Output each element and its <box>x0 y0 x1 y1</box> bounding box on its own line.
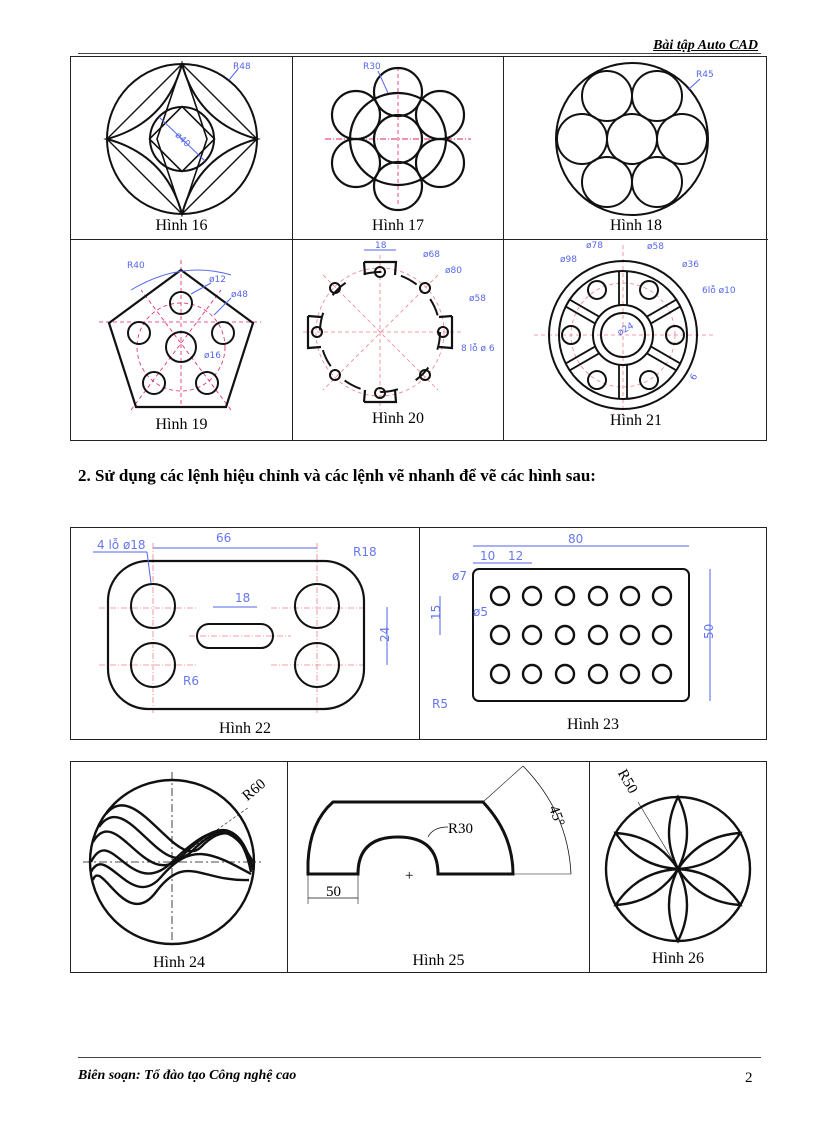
dim-label: R60 <box>240 776 269 804</box>
page-number: 2 <box>745 1070 753 1086</box>
dim-label: 45° <box>545 804 567 829</box>
footer-author: Biên soạn: Tổ đào tạo Công nghệ cao <box>78 1068 297 1083</box>
header-title: Bài tập Auto CAD <box>653 38 758 53</box>
dim-label: ø40 <box>173 131 192 150</box>
drawing-pentagon-holes: R40 ø12 ø48 ø16 <box>99 260 261 411</box>
dim-label: ø98 <box>560 255 577 265</box>
figure-caption: Hình 25 <box>412 952 465 969</box>
dim-label: 6 <box>689 372 701 382</box>
dim-label: ø12 <box>209 275 226 285</box>
dim-label: R50 <box>614 767 640 797</box>
drawing-slotted-gear: 18 ø68 ø80 ø58 8 lỗ ø 6 <box>303 241 495 410</box>
figure-18: R45 Hình 18 <box>504 57 768 240</box>
dim-label: ø48 <box>231 290 248 300</box>
dim-label: R40 <box>127 261 145 271</box>
figure-16: ø40 R48 Hình 16 <box>71 57 293 240</box>
figure-caption: Hình 20 <box>372 410 424 427</box>
figure-24: R60 Hình 24 <box>71 762 288 972</box>
dim-label: ø24 <box>616 321 636 338</box>
dim-label: ø68 <box>423 250 440 260</box>
dim-label: ø78 <box>586 241 603 251</box>
drawing-flower-circle: R50 <box>604 767 752 944</box>
dim-label: R48 <box>233 62 251 72</box>
figure-26: R50 Hình 26 <box>590 762 766 972</box>
figure-20: 18 ø68 ø80 ø58 8 lỗ ø 6 Hình 20 <box>293 240 504 440</box>
figure-21: ø78 ø98 ø58 ø36 6lỗ ø10 ø24 6 Hình 21 <box>504 240 768 440</box>
drawing-seven-circles: R45 <box>555 62 714 216</box>
section-heading: 2. Sử dụng các lệnh hiệu chỉnh và các lệ… <box>78 466 596 485</box>
dim-label: ø7 <box>452 569 467 583</box>
dim-label: R30 <box>363 62 381 72</box>
figure-caption: Hình 24 <box>153 954 205 971</box>
dim-label: 6lỗ ø10 <box>702 285 736 296</box>
dim-label: ø36 <box>682 260 699 270</box>
figure-caption: Hình 18 <box>610 217 662 234</box>
drawing-arched-bracket: 50 R30 45° + <box>306 765 572 904</box>
figure-19: R40 ø12 ø48 ø16 Hình 19 <box>71 240 293 440</box>
dim-label: 8 lỗ ø 6 <box>461 343 495 354</box>
dim-label: 50 <box>702 624 716 639</box>
figure-grid-top: ø40 R48 Hình 16 R30 Hình 17 <box>70 56 768 441</box>
drawing-wheel-spokes: ø78 ø98 ø58 ø36 6lỗ ø10 ø24 6 <box>534 241 736 418</box>
dim-label: 24 <box>378 627 392 642</box>
figure-caption: Hình 16 <box>155 217 208 234</box>
dim-label: ø58 <box>469 294 486 304</box>
dim-label: ø80 <box>445 266 462 276</box>
drawing-swirl-circle: R60 <box>83 772 269 947</box>
drawing-concentric-star: ø40 R48 <box>103 60 261 217</box>
center-mark: + <box>405 868 413 884</box>
figure-17: R30 Hình 17 <box>293 57 504 240</box>
dim-label: R6 <box>183 674 199 688</box>
figure-caption: Hình 26 <box>652 950 704 967</box>
figure-caption: Hình 23 <box>567 716 619 733</box>
figure-caption: Hình 21 <box>610 412 662 429</box>
dim-label: 66 <box>216 531 231 545</box>
figure-caption: Hình 19 <box>155 416 208 433</box>
dim-label: ø5 <box>473 605 488 619</box>
dim-label: 18 <box>235 591 250 605</box>
figure-grid-middle: 4 lỗ ø18 66 R18 18 24 R6 Hình 22 80 10 <box>70 527 767 740</box>
dim-label: 50 <box>326 884 341 900</box>
figure-caption: Hình 22 <box>219 720 271 737</box>
dim-label: 18 <box>375 241 387 251</box>
drawing-plate-four-holes: 4 lỗ ø18 66 R18 18 24 R6 <box>93 531 392 713</box>
figure-25: 50 R30 45° + Hình 25 <box>288 762 590 972</box>
header-divider <box>78 53 761 54</box>
figure-grid-bottom: R60 Hình 24 50 R30 45° <box>70 761 767 973</box>
dim-label: R30 <box>448 821 473 837</box>
dim-label: 15 <box>429 605 443 620</box>
drawing-hole-array-plate: 80 10 12 ø7 ø5 15 50 R5 <box>429 532 716 711</box>
dim-label: ø58 <box>647 242 664 252</box>
dim-label: 80 <box>568 532 583 546</box>
dim-label: R5 <box>432 697 448 711</box>
dim-label: 10 <box>480 549 495 563</box>
dim-label: 4 lỗ ø18 <box>97 538 146 552</box>
dim-label: 12 <box>508 549 523 563</box>
footer-divider <box>78 1057 761 1058</box>
dim-label: ø16 <box>204 351 221 361</box>
drawing-circle-cluster: R30 <box>325 62 471 212</box>
dim-label: R18 <box>353 545 377 559</box>
figure-22: 4 lỗ ø18 66 R18 18 24 R6 Hình 22 <box>71 528 420 739</box>
figure-caption: Hình 17 <box>372 217 424 234</box>
dim-label: R45 <box>696 70 714 80</box>
figure-23: 80 10 12 ø7 ø5 15 50 R5 Hình 23 <box>420 528 766 739</box>
